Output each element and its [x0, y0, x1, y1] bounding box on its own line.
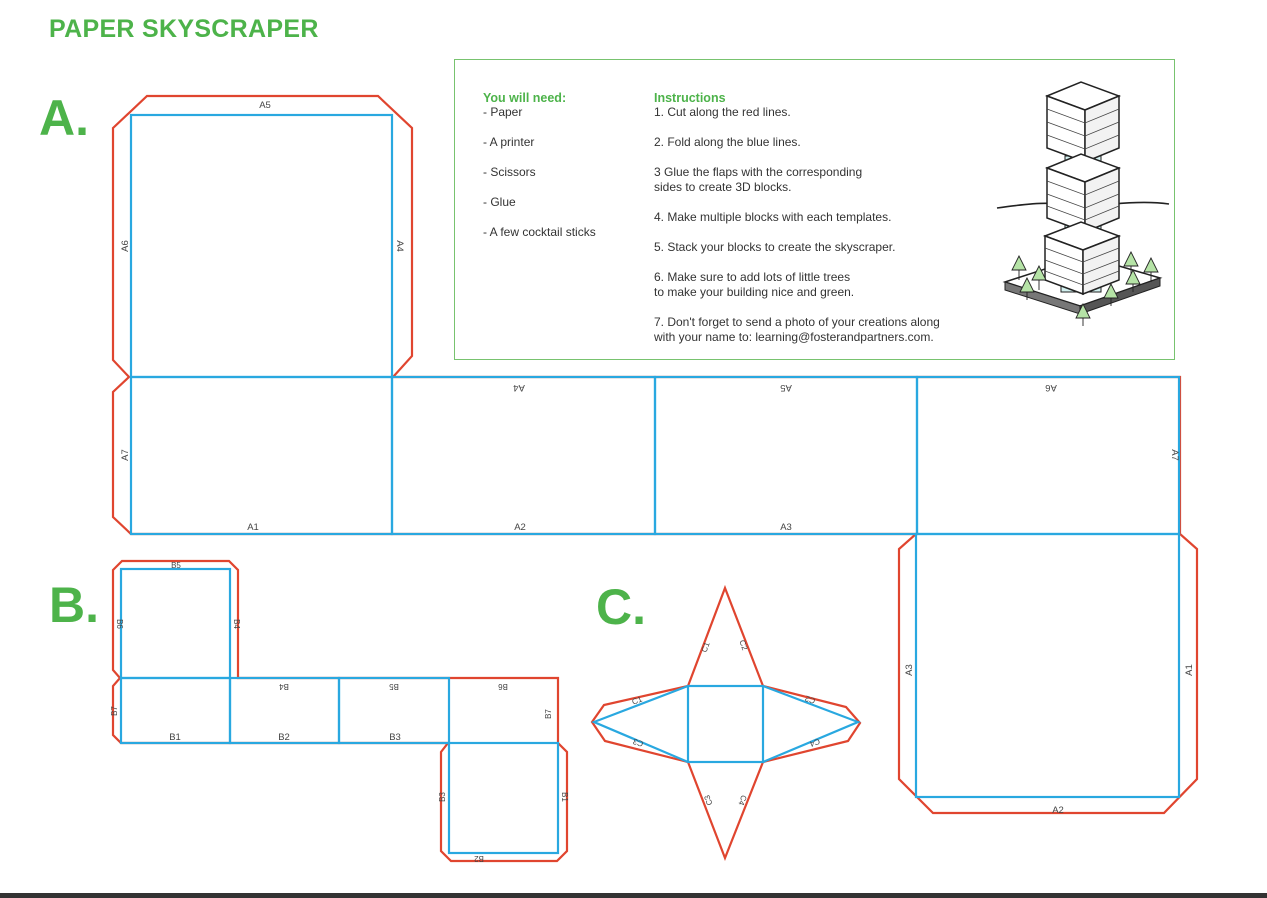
supply-item: - Scissors — [483, 165, 536, 179]
template-a-side-face — [653, 375, 919, 536]
fold-label-b6: B6 — [498, 682, 508, 691]
instruction-step: 5. Stack your blocks to create the skysc… — [654, 240, 896, 254]
fold-label-c3: C3 — [631, 736, 644, 748]
fold-label-b4: B4 — [232, 619, 241, 629]
fold-label-a1: A1 — [1184, 664, 1195, 676]
fold-label-b1: B1 — [169, 732, 181, 743]
instruction-step: 6. Make sure to add lots of little trees… — [654, 270, 855, 299]
section-c-letter: C. — [596, 579, 646, 635]
page-title: PAPER SKYSCRAPER — [49, 15, 319, 43]
fold-label-c2: C2 — [803, 693, 816, 705]
fold-label-c1: C1 — [631, 694, 644, 706]
template-b-side-face — [337, 676, 451, 745]
template-b-top-face — [119, 567, 232, 680]
template-c-top-face — [686, 684, 765, 764]
template-c: C1 C2 C1 C2 C3 C4 C3 C4 — [590, 584, 862, 862]
template-b-bottom-face — [447, 741, 560, 855]
fold-label-b3: B3 — [438, 792, 447, 802]
fold-label-a5: A5 — [259, 100, 271, 111]
fold-label-a3: A3 — [904, 664, 915, 676]
fold-label-b1: B1 — [560, 792, 569, 802]
section-b-letter: B. — [49, 577, 99, 633]
instruction-step: 3 Glue the flaps with the corresponding … — [654, 165, 863, 194]
fold-label-b5: B5 — [389, 682, 399, 691]
supply-item: - A few cocktail sticks — [483, 225, 596, 239]
fold-label-a2: A2 — [1052, 805, 1064, 816]
instruction-step: 4. Make multiple blocks with each templa… — [654, 210, 892, 224]
fold-label-a7: A7 — [1169, 449, 1180, 461]
fold-label-b3: B3 — [389, 732, 401, 743]
fold-label-c3: C3 — [702, 793, 714, 806]
section-a-letter: A. — [39, 90, 89, 146]
fold-label-b2: B2 — [474, 854, 484, 863]
fold-label-b6: B6 — [115, 619, 124, 629]
instruction-steps: Instructions 1. Cut along the red lines.… — [654, 91, 974, 360]
fold-label-a3: A3 — [780, 522, 792, 533]
template-c-fold — [762, 684, 861, 764]
fold-label-b7: B7 — [110, 706, 119, 716]
fold-label-b5: B5 — [171, 561, 181, 570]
fold-label-a4: A4 — [513, 382, 525, 393]
supplies-heading: You will need: — [483, 91, 567, 105]
template-a-side-face — [915, 375, 1181, 536]
template-a-bottom-face — [914, 532, 1181, 799]
instructions-panel: You will need: - Paper - A printer - Sci… — [454, 59, 1175, 360]
fold-label-b4: B4 — [279, 682, 289, 691]
fold-label-a7: A7 — [120, 449, 131, 461]
template-c-cut-outline — [590, 584, 862, 862]
instruction-step: 2. Fold along the blue lines. — [654, 135, 801, 149]
instructions-heading: Instructions — [654, 91, 726, 105]
instruction-step: 7. Don't forget to send a photo of your … — [654, 315, 940, 344]
fold-label-a1: A1 — [247, 522, 259, 533]
footer-bar — [0, 893, 1267, 898]
fold-label-c4: C4 — [736, 794, 748, 807]
fold-label-a4: A4 — [394, 240, 405, 252]
fold-label-a6: A6 — [1045, 382, 1057, 393]
supply-item: - Paper — [483, 105, 523, 119]
fold-label-b2: B2 — [278, 732, 290, 743]
supplies-list: You will need: - Paper - A printer - Sci… — [483, 91, 633, 255]
fold-label-c4: C4 — [808, 737, 821, 749]
fold-label-b7: B7 — [544, 709, 553, 719]
instruction-step: 1. Cut along the red lines. — [654, 105, 791, 119]
template-a-top-face — [129, 113, 394, 379]
supply-item: - Glue — [483, 195, 516, 209]
template-a: A5 A6 A4 A7 A1 A2 A3 A4 A5 A6 A7 A3 A1 A… — [111, 94, 1199, 816]
fold-label-a5: A5 — [780, 382, 792, 393]
template-a-side-face — [390, 375, 657, 536]
template-b: B5 B6 B4 B7 B4 B5 B6 B7 B1 B2 B3 B3 B1 B… — [110, 559, 569, 863]
template-c-fold — [591, 684, 689, 764]
fold-label-c1: C1 — [700, 640, 712, 653]
template-b-cut-outline — [111, 559, 569, 863]
fold-label-c2: C2 — [737, 639, 749, 652]
skyscraper-illustration — [996, 81, 1170, 326]
supply-item: - A printer — [483, 135, 535, 149]
template-a-cut-outline — [111, 94, 1199, 815]
fold-label-a2: A2 — [514, 522, 526, 533]
template-a-side-face — [129, 375, 394, 536]
fold-label-a6: A6 — [120, 240, 131, 252]
